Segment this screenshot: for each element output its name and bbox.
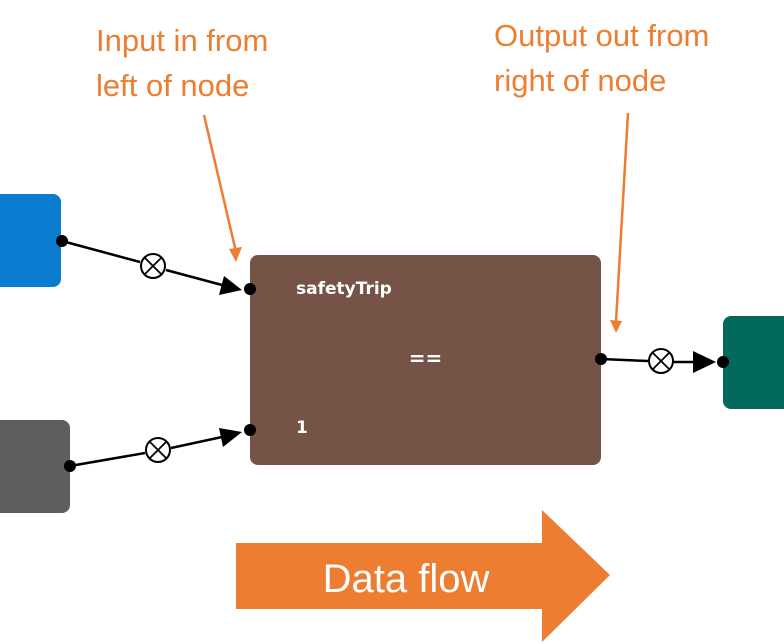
input-port-label-top: safetyTrip xyxy=(296,279,392,299)
output-annotation-line2: right of node xyxy=(494,63,667,98)
output-annotation-line1: Output out from xyxy=(494,18,710,53)
operator-label: == xyxy=(408,346,443,370)
wire-gray-to-input-bottom[interactable] xyxy=(69,428,242,468)
data-flow-label: Data flow xyxy=(322,557,490,601)
wire-junction-icon-top[interactable] xyxy=(140,253,166,279)
gray-node-output-port[interactable] xyxy=(64,460,76,472)
wire-junction-icon-output[interactable] xyxy=(648,348,674,374)
wire-output-to-green[interactable] xyxy=(600,351,716,373)
output-annotation: Output out from right of node xyxy=(494,13,709,103)
wire-blue-to-input-top[interactable] xyxy=(61,239,242,295)
green-target-node[interactable] xyxy=(723,316,784,409)
input-port-bottom[interactable] xyxy=(244,424,256,436)
output-annotation-pointer xyxy=(610,112,630,333)
gray-source-node[interactable] xyxy=(0,420,70,513)
blue-source-node[interactable] xyxy=(0,194,61,287)
green-node-input-port[interactable] xyxy=(717,356,729,368)
input-annotation-pointer xyxy=(202,114,242,262)
input-annotation-line2: left of node xyxy=(96,68,250,103)
blue-node-output-port[interactable] xyxy=(56,235,68,247)
input-port-label-bottom: 1 xyxy=(296,418,308,438)
input-port-top[interactable] xyxy=(244,283,256,295)
output-port[interactable] xyxy=(595,353,607,365)
comparison-node[interactable]: safetyTrip == 1 xyxy=(250,255,601,465)
input-annotation-line1: Input in from xyxy=(96,23,269,58)
wire-junction-icon-bottom[interactable] xyxy=(145,437,171,463)
input-annotation: Input in from left of node xyxy=(96,18,268,108)
